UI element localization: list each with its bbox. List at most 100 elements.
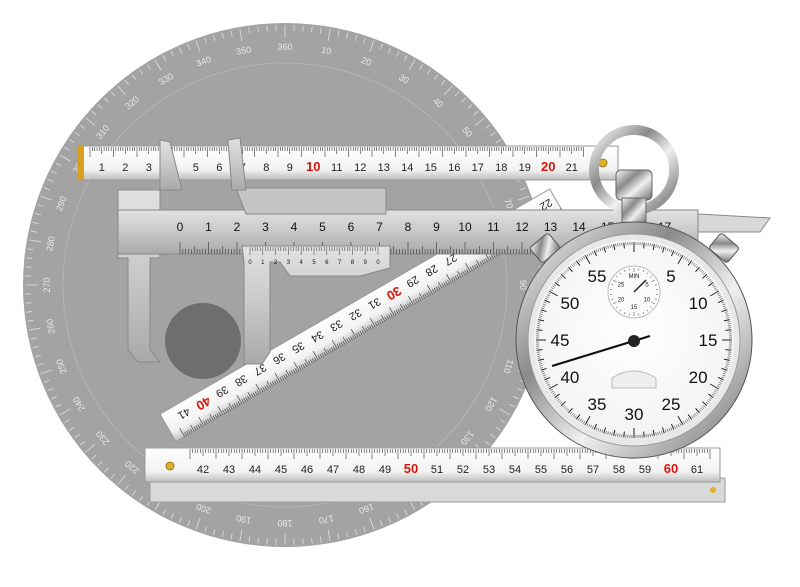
stopwatch-tick <box>649 433 651 437</box>
diagonal-ruler-tick <box>237 401 241 405</box>
diagonal-ruler-tick <box>247 392 252 399</box>
subdial-tick <box>646 309 649 312</box>
protractor-tick <box>467 104 473 109</box>
stopwatch-tick <box>718 294 721 297</box>
stopwatch-tick <box>557 278 560 282</box>
diagonal-ruler-tick <box>313 357 317 361</box>
diagonal-ruler-tick <box>292 369 296 374</box>
stopwatch-dial-number: 35 <box>588 395 607 414</box>
diagonal-ruler-tick <box>188 429 191 434</box>
stopwatch-tick <box>559 275 563 279</box>
protractor-tick <box>110 91 116 97</box>
diagonal-ruler-tick <box>331 347 334 352</box>
caliper-label: 5 <box>319 220 326 234</box>
caliper-label: 10 <box>458 220 472 234</box>
stopwatch-tick <box>599 248 602 252</box>
top-ruler-label: 3 <box>146 162 152 174</box>
subdial-number: 15 <box>631 305 638 311</box>
stopwatch-tick <box>668 428 671 432</box>
protractor-tick <box>32 221 39 224</box>
stopwatch-tick <box>661 246 663 250</box>
protractor-tick <box>337 30 340 37</box>
protractor-tick <box>230 533 233 540</box>
diagonal-ruler-tick <box>332 346 336 350</box>
protractor-tick <box>354 529 358 536</box>
diagonal-ruler-tick <box>302 363 305 368</box>
protractor-tick <box>433 74 439 80</box>
protractor-tick <box>495 426 501 431</box>
stopwatch-dial-number: 50 <box>560 294 579 313</box>
stopwatch-tick <box>584 415 591 426</box>
stopwatch-tick <box>652 244 655 251</box>
diagonal-ruler-tick <box>408 295 414 305</box>
protractor-tick <box>419 64 424 70</box>
protractor-tick <box>85 444 96 453</box>
protractor-tick <box>85 117 96 126</box>
stopwatch-tick <box>547 383 550 386</box>
diagonal-ruler-tick <box>422 294 425 299</box>
caliper-label: 0 <box>177 220 184 234</box>
stopwatch-tick <box>695 411 699 415</box>
diagonal-ruler-tick <box>311 358 315 363</box>
protractor-tick <box>490 433 496 439</box>
diagonal-ruler-tick <box>212 415 216 420</box>
diagonal-ruler-label: 38 <box>233 372 250 389</box>
protractor-tick <box>55 162 61 167</box>
protractor-tick <box>387 47 392 54</box>
stopwatch-tick <box>709 397 713 400</box>
diagonal-ruler-tick <box>340 341 344 346</box>
protractor-tick <box>91 110 97 116</box>
diagonal-ruler-tick <box>471 265 475 270</box>
protractor-tick <box>500 419 506 424</box>
protractor-tick <box>32 346 39 349</box>
stopwatch-tick <box>560 401 566 406</box>
top-ruler-labels: 123456789101112131415161718192021 <box>99 159 578 174</box>
top-ruler-label: 6 <box>216 162 222 174</box>
diagonal-ruler-tick <box>218 412 222 416</box>
stopwatch-tick <box>538 317 542 319</box>
stopwatch-tick <box>719 380 723 382</box>
stopwatch-tick <box>588 253 591 256</box>
bottom-ruler-label: 60 <box>664 461 678 476</box>
diagonal-ruler-tick <box>447 280 450 284</box>
stopwatch-tick <box>565 407 568 411</box>
protractor-tick <box>369 517 375 530</box>
protractor-tick <box>55 403 61 408</box>
protractor-tick <box>509 403 515 408</box>
diagonal-ruler-tick <box>224 408 227 413</box>
caliper-label: 3 <box>262 220 269 234</box>
protractor-label: 50 <box>460 125 474 139</box>
top-ruler-label: 14 <box>401 162 413 174</box>
diagonal-ruler-tick <box>464 270 467 275</box>
caliper-label: 9 <box>433 220 440 234</box>
protractor-label: 200 <box>195 501 213 516</box>
bottom-ruler-label: 46 <box>301 464 313 476</box>
stopwatch-tick <box>700 269 703 273</box>
stopwatch-tick <box>709 383 720 390</box>
protractor-tick <box>131 74 137 80</box>
stopwatch-hand-hub <box>628 335 640 347</box>
diagonal-ruler-tick <box>380 318 384 323</box>
stopwatch-tick <box>709 280 713 283</box>
subdial-tick <box>615 306 618 309</box>
protractor-label: 270 <box>42 277 52 292</box>
stopwatch-tick <box>698 409 702 412</box>
protractor-label: 360 <box>277 42 292 52</box>
stopwatch-tick <box>670 423 675 430</box>
protractor-tick <box>117 474 126 485</box>
subdial-tick <box>611 284 614 286</box>
caliper-depth-blade <box>697 213 771 233</box>
vernier-label: 6 <box>325 260 329 266</box>
stopwatch-tick <box>676 252 678 256</box>
caliper-label: 13 <box>544 220 558 234</box>
stopwatch-tick <box>577 417 580 421</box>
stopwatch-tick <box>559 401 563 405</box>
diagonal-ruler-tick <box>205 419 208 424</box>
stopwatch-tick <box>536 329 543 331</box>
subdial-tick <box>654 298 657 300</box>
protractor-tick <box>221 531 224 538</box>
bottom-ruler-label: 61 <box>691 464 703 476</box>
stopwatch-tick <box>538 361 542 363</box>
